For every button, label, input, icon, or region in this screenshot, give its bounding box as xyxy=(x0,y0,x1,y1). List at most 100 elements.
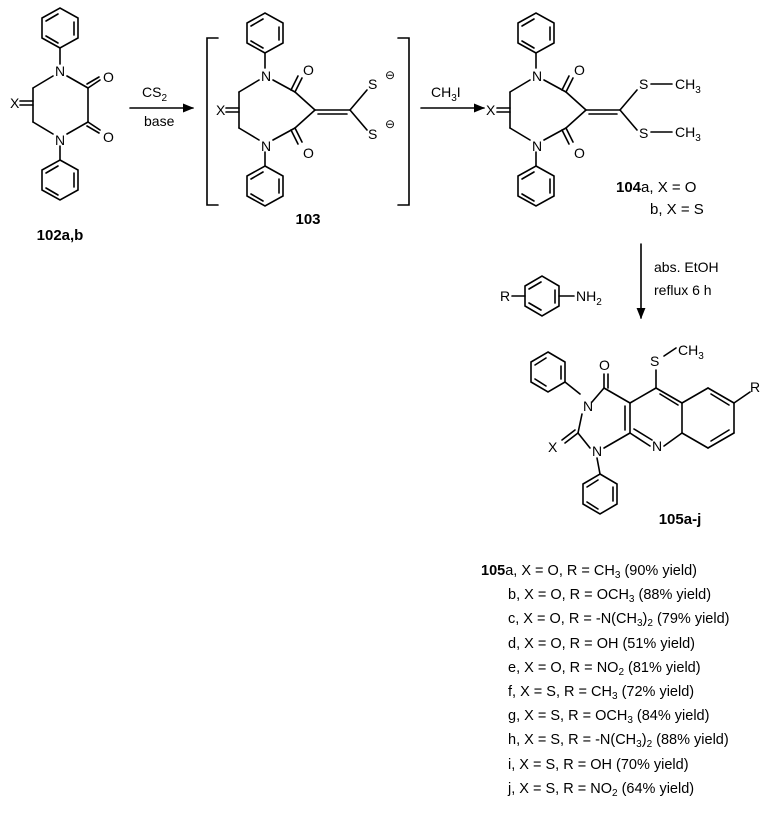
yield-x-label: , X = xyxy=(516,708,551,725)
yield-letter: a xyxy=(505,563,514,579)
yield-r-subscript: 2 xyxy=(618,666,624,678)
yield-r-subscript: 2 xyxy=(647,618,653,630)
yield-compound-id: 105 xyxy=(481,563,506,579)
atom-s: S xyxy=(650,353,659,369)
compound-label-102: 102a,b xyxy=(37,227,84,244)
arrow-3-solvent: abs. EtOH xyxy=(654,259,719,275)
yield-letter: d xyxy=(508,635,517,652)
yield-letter: g xyxy=(508,708,517,725)
yield-r-subscript: 3 xyxy=(627,715,633,727)
yield-letter: i xyxy=(508,756,512,773)
arrow-2-reagent: CH3I xyxy=(431,84,461,104)
yield-x-value: S xyxy=(545,780,556,797)
yield-entry: j, X = S, R = NO2 (64% yield) xyxy=(0,781,768,805)
yield-r-tail: ) xyxy=(641,732,647,749)
yield-r-value: NO xyxy=(590,780,612,797)
yield-letter: j xyxy=(508,780,512,797)
yield-r-label: , R = xyxy=(560,708,596,725)
yield-x-label: , X = xyxy=(516,659,551,676)
yield-entry: b, X = O, R = OCH3 (88% yield) xyxy=(0,587,768,611)
yield-r-subscript: 2 xyxy=(611,787,618,799)
atom-x: X xyxy=(548,439,558,455)
atom-x: X xyxy=(486,102,496,118)
yield-entry: e, X = O, R = NO2 (81% yield) xyxy=(0,660,768,684)
atom-s: S xyxy=(368,76,377,92)
atom-o: O xyxy=(574,145,585,161)
yield-percent: (88% yield) xyxy=(638,587,712,604)
yield-percent: (90% yield) xyxy=(624,563,697,579)
yield-x-label: , X = xyxy=(516,635,551,652)
yield-r-subscript: 3 xyxy=(636,739,642,751)
yield-r-label: , R = xyxy=(558,563,594,579)
atom-n: N xyxy=(261,68,271,84)
yield-r-value: -N(CH xyxy=(595,732,637,749)
yield-r-subscript: 3 xyxy=(628,594,635,606)
atom-n: N xyxy=(532,68,542,84)
arrow-1-condition: base xyxy=(144,113,175,129)
atom-n: N xyxy=(652,438,662,454)
compound-103: N N O O X S ⊖ S ⊖ 103 xyxy=(206,12,410,228)
yield-r-value: CH xyxy=(593,563,615,579)
yield-x-value: S xyxy=(550,732,561,749)
yield-r-value: CH xyxy=(591,684,612,700)
methyl-group: CH3 xyxy=(675,124,701,144)
yield-x-label: , X = xyxy=(516,732,551,749)
compound-label-105: 105a-j xyxy=(659,511,702,528)
yield-x-value: O xyxy=(549,611,561,628)
yield-r-value: OCH xyxy=(596,587,629,604)
yield-entry: h, X = S, R = -N(CH3)2 (88% yield) xyxy=(0,732,768,756)
yield-letter: c xyxy=(508,611,516,628)
yield-letter: e xyxy=(508,659,517,676)
yield-r-value: OH xyxy=(596,635,619,652)
compound-104b-label: b, X = S xyxy=(650,201,704,218)
yield-r-subscript: 3 xyxy=(614,570,621,581)
yield-x-value: O xyxy=(547,563,559,579)
amine-group: NH2 xyxy=(576,288,602,308)
atom-n: N xyxy=(592,443,602,459)
yield-r-value: -N(CH xyxy=(595,611,637,628)
yield-r-label: , R = xyxy=(560,611,596,628)
yield-percent: (64% yield) xyxy=(621,780,695,797)
compound-104: N N O O X S CH3 S CH3 104a, X = O b, X =… xyxy=(486,12,704,218)
yield-x-value: O xyxy=(550,587,562,604)
atom-s: S xyxy=(368,126,377,142)
yield-entry: g, X = S, R = OCH3 (84% yield) xyxy=(0,708,768,732)
yield-percent: (88% yield) xyxy=(656,732,729,749)
substituent-r: R xyxy=(750,379,760,395)
yield-letter: b xyxy=(508,587,517,604)
atom-s: S xyxy=(639,76,648,92)
atom-o: O xyxy=(103,69,114,85)
yield-r-label: , R = xyxy=(561,659,597,676)
yield-letter: f xyxy=(508,684,513,700)
yield-r-subscript: 3 xyxy=(636,618,643,630)
yield-r-label: , R = xyxy=(561,587,597,604)
yield-r-subscript: 2 xyxy=(646,739,653,751)
bracket-left xyxy=(206,37,219,206)
yield-entry: d, X = O, R = OH (51% yield) xyxy=(0,636,768,660)
yield-x-value: S xyxy=(550,708,561,725)
aniline-reagent: R NH2 xyxy=(500,275,602,317)
yield-x-label: , X = xyxy=(512,684,547,700)
arrow-3-condition: reflux 6 h xyxy=(654,282,712,298)
atom-s: S xyxy=(639,125,648,141)
yield-x-label: , X = xyxy=(513,563,548,579)
yield-percent: (70% yield) xyxy=(616,756,689,773)
yield-x-label: , X = xyxy=(511,756,546,773)
yield-entry: f, X = S, R = CH3 (72% yield) xyxy=(0,684,768,708)
yield-x-value: O xyxy=(550,635,562,652)
yield-percent: (79% yield) xyxy=(656,611,730,628)
yield-x-value: S xyxy=(545,756,556,773)
yield-r-value: OH xyxy=(590,756,612,773)
yield-r-label: , R = xyxy=(555,756,591,773)
yield-r-label: , R = xyxy=(560,732,596,749)
yield-percent: (51% yield) xyxy=(622,635,695,652)
yield-x-value: O xyxy=(550,659,562,676)
methyl-group: CH3 xyxy=(678,342,704,362)
yield-percent: (72% yield) xyxy=(621,684,695,700)
arrow-1-reagent: CS2 xyxy=(142,84,167,104)
yield-r-value: OCH xyxy=(595,708,628,725)
compound-105: N N N O X S CH3 R 105a-j xyxy=(530,342,760,528)
atom-n: N xyxy=(55,132,65,148)
compound-104a-label: 104a, X = O xyxy=(616,179,696,196)
